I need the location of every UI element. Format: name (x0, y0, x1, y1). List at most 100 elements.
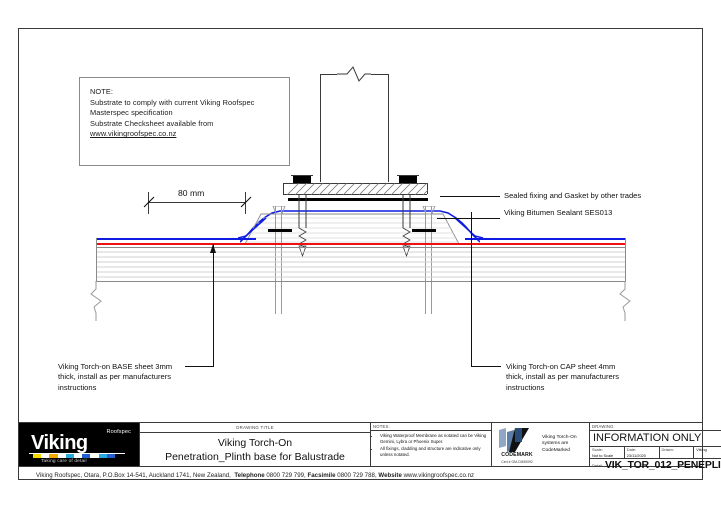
footer-telephone: 0800 729 799, (266, 472, 306, 479)
codemark-wordmark: CODEMARK (501, 451, 533, 458)
drawing-border (18, 28, 703, 480)
fixing-screw-left (298, 194, 307, 258)
drawing-fields-row: Scale: Not to Scale Date: 23/11/2020 Dra… (590, 447, 721, 459)
leader-cap-sheet-vertical (471, 212, 472, 366)
callout-bitumen-sealant: Viking Bitumen Sealant SES013 (504, 208, 613, 217)
leader-sealed-fixing (440, 196, 500, 197)
base-plate-left (283, 183, 284, 194)
break-symbol-left (90, 281, 102, 321)
field-company-value: Viking (696, 447, 707, 452)
footer-website[interactable]: www.vikingroofspec.co.nz (403, 472, 475, 479)
fixing-screw-right (402, 194, 411, 258)
leader-base-sheet-horizontal (185, 366, 214, 367)
note-line-4: Substrate Checksheet available from (90, 118, 214, 128)
note-line-2: Substrate to comply with current Viking … (90, 97, 255, 107)
bolt-head-right (399, 176, 417, 183)
note-line-3: Masterspec specification (90, 108, 173, 118)
dimension-tick-right (240, 196, 252, 208)
drawing-title-line-1: Viking Torch-On (217, 436, 293, 449)
packer-right (412, 229, 436, 232)
codemark-cert-number: Cert # GM-CM30092 (501, 459, 533, 464)
logo-color-bar (33, 454, 116, 458)
substrate-top (96, 247, 625, 248)
through-rod-right-b (431, 206, 432, 314)
through-rod-left-b (281, 206, 282, 314)
title-block: Roofspec Viking Taking care of detail DR… (18, 422, 721, 471)
notes-panel: NOTES: Viking Waterproof Membrane as not… (371, 423, 492, 466)
leader-bitumen-sealant (437, 218, 500, 219)
footer-facsimile: 0800 729 788, (337, 472, 377, 479)
note-website-link[interactable]: www.vikingroofspec.co.nz (90, 129, 177, 139)
leader-base-arrow (210, 244, 216, 253)
post-left-edge (320, 74, 321, 182)
leader-cap-sheet-horizontal (471, 366, 501, 367)
note-item: Viking Waterproof Membrane as notated ca… (380, 433, 488, 444)
rod-head-left (272, 206, 286, 215)
dimension-label: 80 mm (178, 188, 205, 198)
codemark-text: Viking Torch-On systems are CodeMarked (542, 434, 577, 453)
note-item: All fixings, cladding and structure are … (380, 446, 488, 457)
callout-sealed-fixing: Sealed fixing and Gasket by other trades (504, 191, 642, 200)
note-line-1: NOTE: (90, 87, 113, 96)
field-date-value: 23/11/2020 (626, 452, 646, 458)
break-symbol-right (619, 281, 631, 321)
footer-facsimile-label: Facsimile (307, 472, 336, 479)
field-date: Date: 23/11/2020 (625, 447, 660, 458)
footer-telephone-label: Telephone (234, 472, 265, 479)
base-plate-bottom (283, 194, 427, 195)
dimension-tick-left (143, 196, 155, 208)
rod-head-right (422, 206, 436, 215)
base-plate-top (283, 183, 427, 184)
base-plate-right (427, 183, 428, 194)
bitumen-sealant-bar (288, 198, 428, 201)
substrate-left-edge (96, 238, 97, 282)
codemark-logo: CODEMARK Cert # GM-CM30092 (495, 426, 539, 464)
note-box: NOTE: Substrate to comply with current V… (79, 77, 290, 166)
drawing-title-line-2: Penetration_Plinth base for Balustrade (165, 450, 345, 463)
drawing-info-panel: DRAWING INFORMATION ONLY Scale: Not to S… (590, 423, 721, 471)
post-top-left (320, 74, 337, 75)
cap-transition-left (238, 218, 267, 239)
field-drawn-label: Drawn: (661, 447, 674, 452)
cap-membrane-right (465, 238, 625, 240)
codemark-glyph-icon (499, 427, 529, 452)
bolt-washer-right (397, 175, 419, 176)
substrate-hatch (96, 251, 625, 278)
footer: Viking Roofspec, Otara, P.O.Box 14-541, … (36, 472, 696, 479)
field-scale-value: Not to Scale (592, 452, 614, 458)
drawing-title-panel: DRAWING TITLE Viking Torch-On Penetratio… (139, 423, 371, 466)
through-rod-right-a (425, 206, 426, 314)
codemark-panel: CODEMARK Cert # GM-CM30092 Viking Torch-… (492, 423, 590, 466)
footer-website-label: Website (378, 472, 402, 479)
field-date-label: Date: (626, 447, 637, 452)
logo-viking-text: Viking (31, 432, 88, 454)
detail-value: VIK_TOR_012_PENEPLIN (605, 459, 721, 471)
callout-cap-sheet: Viking Torch-on CAP sheet 4mm thick, ins… (506, 362, 620, 392)
cap-membrane-left (96, 238, 256, 240)
field-company: Viking (694, 447, 721, 458)
drawing-status: INFORMATION ONLY (590, 431, 721, 447)
post-break-symbol (337, 66, 371, 82)
through-rod-left-a (275, 206, 276, 314)
packer-left (268, 229, 292, 232)
bolt-head-left (293, 176, 311, 183)
dimension-line (148, 202, 245, 203)
base-plate-hatch (286, 183, 428, 195)
footer-address: Viking Roofspec, Otara, P.O.Box 14-541, … (36, 472, 231, 479)
cap-transition-right (455, 218, 484, 239)
detail-row: Detail: VIK_TOR_012_PENEPLIN (590, 459, 721, 471)
field-scale: Scale: Not to Scale (590, 447, 625, 458)
drawing-info-header: DRAWING (590, 423, 721, 431)
bolt-washer-left (291, 175, 313, 176)
logo-rule (29, 453, 125, 454)
viking-logo: Roofspec Viking Taking care of detail (19, 423, 139, 466)
substrate-bottom (96, 281, 625, 282)
post-top-right (371, 74, 389, 75)
detail-label: Detail: (592, 462, 604, 468)
field-drawn: Drawn: (660, 447, 695, 458)
logo-tagline: Taking care of detail (41, 459, 87, 464)
substrate-right-edge (625, 238, 626, 282)
drawing-title-header: DRAWING TITLE (140, 423, 370, 433)
field-scale-label: Scale: (592, 447, 603, 452)
